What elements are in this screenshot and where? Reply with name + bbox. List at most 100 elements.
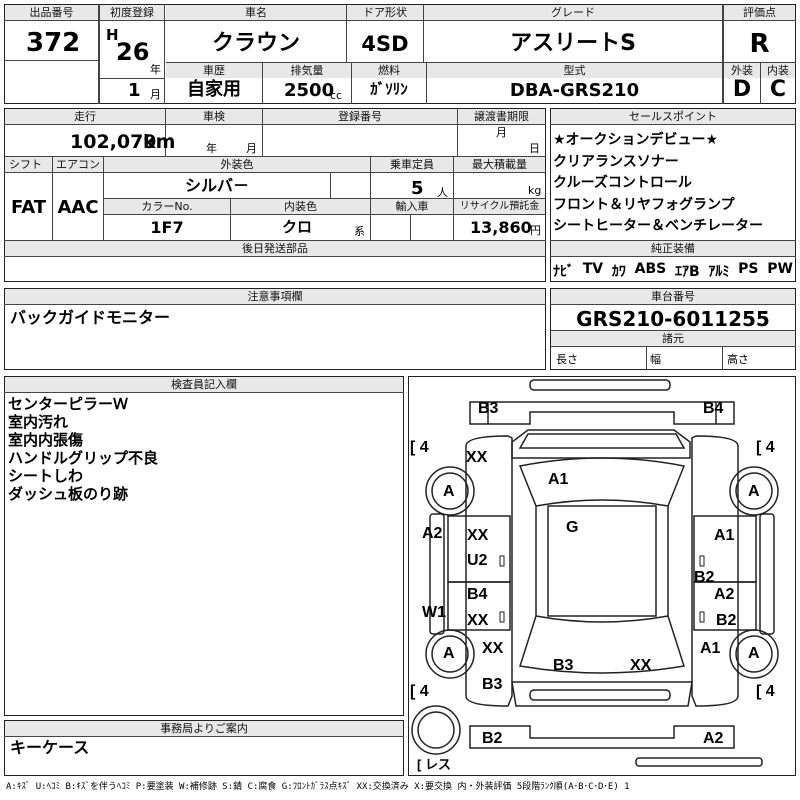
damage-label: W1 bbox=[422, 604, 446, 621]
damage-label: U2 bbox=[467, 552, 488, 569]
chassis-frame bbox=[550, 288, 796, 370]
inspection-month-unit: 月 bbox=[246, 142, 257, 155]
car-diagram bbox=[411, 379, 779, 767]
caution-header: 注意事項欄 bbox=[5, 289, 545, 304]
damage-label: A2 bbox=[714, 586, 735, 603]
inspector-notes: センターピラーＷ 室内汚れ 室内内張傷 ハンドルグリップ不良 シートしわ ダッシ… bbox=[8, 395, 158, 503]
front-bumper bbox=[529, 379, 671, 391]
left-front-door bbox=[447, 515, 511, 583]
damage-label: B3 bbox=[478, 400, 499, 417]
cabin bbox=[518, 457, 686, 674]
chassis-header: 車台番号 bbox=[551, 289, 795, 304]
shift-header: シフト bbox=[5, 157, 52, 172]
damage-label: XX bbox=[630, 657, 652, 674]
model-code-header: 型式 bbox=[427, 63, 722, 78]
right-rear-door bbox=[693, 581, 757, 631]
damage-label: A bbox=[443, 483, 455, 500]
office-notes: キーケース bbox=[10, 738, 90, 757]
sales-points-frame bbox=[550, 108, 796, 282]
inspector-note: シートしわ bbox=[8, 467, 84, 485]
equip-item: ABS bbox=[634, 261, 667, 277]
capacity: 5 bbox=[411, 178, 424, 199]
damage-label: A1 bbox=[700, 640, 721, 657]
damage-label: A bbox=[443, 645, 455, 662]
equip-item: PW bbox=[767, 261, 793, 277]
tire-depth-right-rear: [ 4 bbox=[756, 683, 775, 700]
year-unit: 年 bbox=[150, 63, 161, 76]
color-no: 1F7 bbox=[150, 218, 184, 237]
damage-label: A2 bbox=[422, 525, 443, 542]
displacement: 2500 bbox=[284, 80, 335, 101]
door-header: ドア形状 bbox=[347, 5, 423, 20]
load-unit: kg bbox=[528, 184, 542, 197]
rear-body-outline bbox=[469, 725, 735, 749]
max-load-header: 最大積載量 bbox=[454, 157, 545, 172]
door-type: 4SD bbox=[361, 32, 409, 56]
damage-label: XX bbox=[467, 527, 489, 544]
mileage-header: 走行 bbox=[5, 109, 165, 124]
inspector-note: ダッシュ板のり跡 bbox=[8, 485, 129, 503]
tire-depth-right-front: [ 4 bbox=[756, 439, 775, 456]
damage-label: B4 bbox=[467, 586, 488, 603]
car-name-header: 車名 bbox=[166, 5, 346, 20]
damage-label: B3 bbox=[553, 657, 574, 674]
rear-bumper bbox=[529, 689, 671, 701]
damage-label: A2 bbox=[703, 730, 724, 747]
chassis-number: GRS210-6011255 bbox=[576, 307, 770, 331]
exterior-grade: D bbox=[732, 77, 752, 102]
left-rear-door bbox=[447, 581, 511, 631]
spare-tire bbox=[411, 705, 461, 755]
right-rear-wheel bbox=[729, 629, 779, 679]
sales-point: クリアランスソナー bbox=[553, 153, 679, 170]
car-history: 自家用 bbox=[187, 79, 241, 100]
history-header: 車歴 bbox=[166, 63, 262, 78]
sales-point: クルーズコントロール bbox=[553, 175, 692, 191]
caution-text: バックガイドモニター bbox=[10, 308, 171, 327]
grade-header: グレード bbox=[424, 5, 722, 20]
damage-label: G bbox=[566, 519, 579, 536]
tire-depth-left-rear: [ 4 bbox=[410, 683, 429, 700]
damage-label: XX bbox=[467, 612, 489, 629]
mileage: 102,079 bbox=[70, 131, 157, 153]
equip-item: ｱﾙﾐ bbox=[708, 264, 730, 280]
fuel-header: 燃料 bbox=[352, 63, 426, 78]
displacement-header: 排気量 bbox=[263, 63, 351, 78]
month-unit: 月 bbox=[150, 88, 161, 101]
caution-frame bbox=[4, 288, 546, 370]
equip-item: ｴｱB bbox=[674, 264, 700, 280]
recycle-unit: 円 bbox=[530, 224, 541, 237]
auction-score: R bbox=[749, 29, 770, 59]
later-parts-header: 後日発送部品 bbox=[5, 241, 545, 256]
score-header: 評価点 bbox=[724, 5, 795, 20]
sales-point: フロント＆リヤフォグランプ bbox=[553, 196, 735, 213]
inspector-note: 室内汚れ bbox=[8, 413, 69, 431]
inspector-note: ハンドルグリップ不良 bbox=[8, 449, 159, 467]
roof bbox=[547, 505, 657, 617]
damage-label: XX bbox=[466, 449, 488, 466]
equip-item: PS bbox=[738, 261, 759, 277]
shift-type: FAT bbox=[10, 197, 47, 218]
reg-month: 1 bbox=[128, 80, 141, 101]
inspector-frame bbox=[4, 376, 404, 716]
legend-text: A:ｷｽﾞ U:ﾍｺﾐ B:ｷｽﾞを伴うﾍｺﾐ P:要塗装 W:補修跡 S:錆 … bbox=[6, 782, 630, 792]
equip-item: ﾅﾋﾞ bbox=[553, 264, 574, 280]
equipment-list: ﾅﾋﾞ TV ｶﾜ ABS ｴｱB ｱﾙﾐ PS PW bbox=[553, 261, 793, 281]
era-letter: H bbox=[106, 26, 119, 44]
spare-tire-label: [ レス bbox=[417, 757, 451, 772]
left-front-wheel bbox=[425, 466, 475, 516]
damage-label: B4 bbox=[703, 400, 724, 417]
right-front-wheel bbox=[729, 466, 779, 516]
reg-year: 26 bbox=[116, 38, 150, 66]
front-body-outline bbox=[469, 401, 735, 425]
tire-depth-left-front: [ 4 bbox=[410, 439, 429, 456]
aircon-header: エアコン bbox=[53, 157, 103, 172]
inspection-year-unit: 年 bbox=[206, 142, 217, 155]
spec-width: 幅 bbox=[650, 353, 661, 366]
mileage-unit: km bbox=[143, 131, 176, 153]
deadline-header: 譲渡書期限 bbox=[458, 109, 545, 124]
inspector-header: 検査員記入欄 bbox=[5, 377, 403, 392]
deadline-month-unit: 月 bbox=[496, 126, 507, 139]
ext-color: シルバ－ bbox=[184, 176, 249, 195]
sales-point: シートヒーター＆ベンチレーター bbox=[553, 218, 763, 234]
sales-point: ★オークションデビュー★ bbox=[553, 132, 719, 148]
